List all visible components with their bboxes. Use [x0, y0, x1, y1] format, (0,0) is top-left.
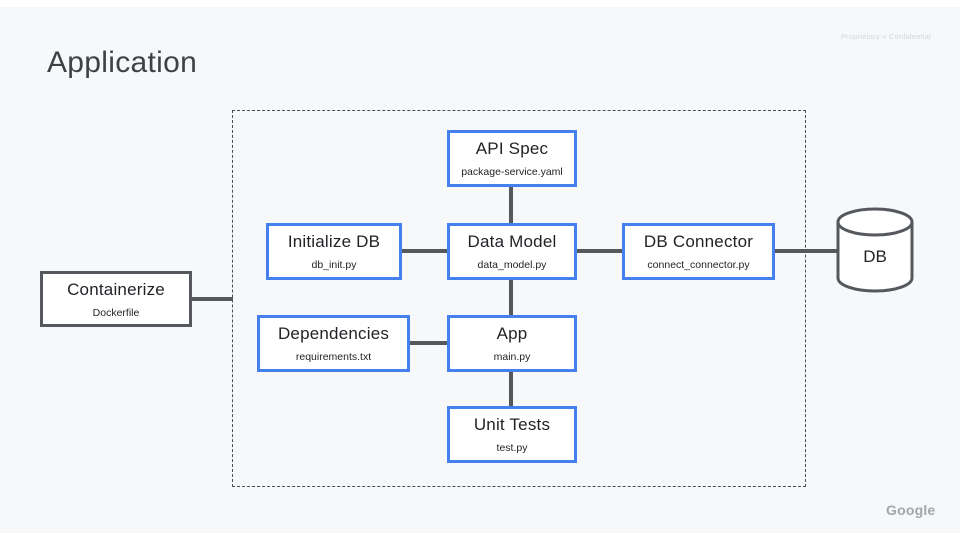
node-data-model: Data Model data_model.py	[447, 223, 577, 280]
node-dependencies: Dependencies requirements.txt	[257, 315, 410, 372]
node-app-filename: main.py	[493, 351, 531, 363]
node-unit-tests: Unit Tests test.py	[447, 406, 577, 463]
node-api-spec-filename: package-service.yaml	[461, 166, 563, 178]
node-db-connector: DB Connector connect_connector.py	[622, 223, 775, 280]
node-data-model-filename: data_model.py	[477, 259, 547, 271]
connector-data-model-to-app	[509, 280, 513, 315]
classification-text: Proprietary + Confidential	[840, 32, 931, 41]
node-initialize-db-filename: db_init.py	[311, 259, 357, 271]
connector-dependencies-to-app	[410, 341, 447, 345]
node-containerize-filename: Dockerfile	[92, 306, 140, 319]
node-app-label: App	[496, 324, 528, 343]
google-logo: Google	[886, 502, 936, 518]
database-cylinder-icon	[836, 207, 914, 293]
connector-initialize-db-to-data-model	[402, 249, 447, 253]
node-app: App main.py	[447, 315, 577, 372]
node-initialize-db-label: Initialize DB	[287, 232, 381, 251]
page-title: Application	[47, 46, 198, 79]
node-dependencies-label: Dependencies	[277, 324, 390, 343]
node-data-model-label: Data Model	[467, 232, 557, 251]
node-containerize: Containerize Dockerfile	[40, 271, 192, 327]
letterbox-band-bottom	[0, 533, 960, 540]
node-db-connector-filename: connect_connector.py	[647, 259, 750, 271]
connector-containerize-to-boundary	[192, 297, 233, 301]
database-label: DB	[863, 247, 887, 266]
connector-db-connector-to-db	[775, 249, 840, 253]
node-api-spec: API Spec package-service.yaml	[447, 130, 577, 187]
letterbox-band-top	[0, 0, 960, 7]
node-dependencies-filename: requirements.txt	[295, 351, 372, 363]
node-initialize-db: Initialize DB db_init.py	[266, 223, 402, 280]
node-unit-tests-filename: test.py	[496, 442, 528, 454]
connector-app-to-unit-tests	[509, 372, 513, 406]
connector-data-model-to-db-connector	[577, 249, 622, 253]
node-api-spec-label: API Spec	[475, 139, 549, 158]
connector-api-spec-to-data-model	[509, 187, 513, 223]
node-db-connector-label: DB Connector	[643, 232, 754, 251]
node-unit-tests-label: Unit Tests	[473, 415, 551, 434]
node-containerize-label: Containerize	[67, 279, 165, 299]
